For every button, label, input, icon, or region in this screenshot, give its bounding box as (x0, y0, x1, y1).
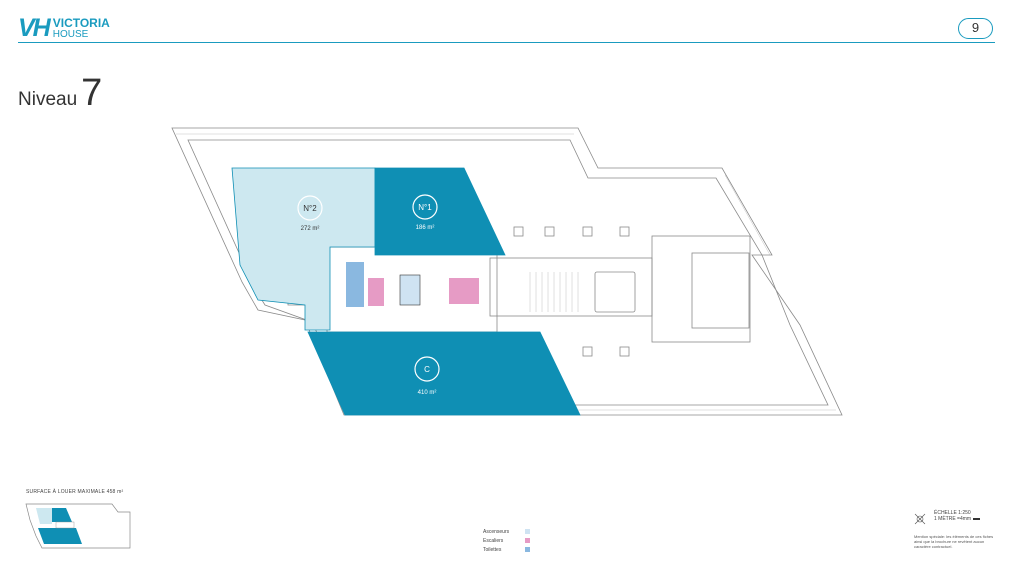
east-wing (651, 235, 751, 343)
toilets-block (346, 262, 364, 307)
legend: Ascenseurs Escaliers Toilettes (483, 527, 530, 554)
level-title: Niveau 7 (18, 74, 102, 112)
surface-label-text: SURFACE À LOUER MAXIMALE (26, 489, 105, 495)
surface-label: SURFACE À LOUER MAXIMALE 458 m² (26, 489, 123, 495)
unit-n1-area-label: 186 m² (416, 225, 435, 231)
unit-c-label: C (424, 365, 430, 374)
compass-icon (914, 513, 926, 525)
legend-label: Ascenseurs (483, 528, 510, 535)
level-number: 7 (81, 72, 103, 114)
unit-n1-badge (412, 194, 438, 220)
header-divider (18, 42, 995, 43)
elevator-block (399, 274, 421, 306)
legend-swatch (525, 538, 530, 543)
unit-c-area[interactable] (307, 331, 581, 416)
unit-n1-label: N°1 (418, 203, 432, 212)
east-terrace (691, 252, 750, 329)
scale-bar (973, 518, 981, 520)
legend-item-stairs: Escaliers (483, 536, 530, 545)
legend-item-elevators: Ascenseurs (483, 527, 530, 536)
east-stair (594, 271, 636, 313)
unit-c-area-label: 410 m² (418, 390, 437, 396)
corridor-east (489, 257, 653, 317)
scale-unit: 1 MÈTRE =4mm (934, 516, 972, 522)
page-number-badge: 9 (958, 18, 993, 39)
scale-label: ÉCHELLE 1:250 (934, 510, 971, 516)
logo-line1: VICTORIA (52, 15, 110, 30)
legend-item-toilets: Toilettes (483, 545, 530, 554)
unit-c-badge (414, 356, 440, 382)
unit-n1-area[interactable] (374, 167, 506, 256)
stair-core-east (449, 278, 479, 304)
surface-label-value: 458 m² (106, 489, 124, 495)
unit-n2-badge (297, 195, 323, 221)
legend-swatch (525, 529, 530, 534)
legend-label: Toilettes (483, 546, 502, 553)
logo-text: VICTORIA HOUSE (52, 15, 110, 40)
logo[interactable]: VH VICTORIA HOUSE (18, 14, 110, 43)
scale-block: ÉCHELLE 1:250 1 MÈTRE =4mm (934, 510, 981, 522)
legend-swatch (525, 547, 530, 552)
logo-mark: VH (18, 14, 51, 42)
stair-run (529, 272, 579, 312)
legend-label: Escaliers (483, 537, 504, 544)
logo-line2: HOUSE (52, 28, 89, 40)
stair-core-west (368, 278, 384, 306)
unit-n2-area-label: 272 m² (301, 226, 320, 232)
pillars (513, 226, 630, 357)
disclaimer: Mention spéciale: les éléments de ces fi… (914, 534, 994, 549)
minimap (25, 503, 131, 549)
building-outline (171, 127, 843, 416)
level-word: Niveau (18, 89, 78, 110)
header: VH VICTORIA HOUSE 9 (0, 0, 1013, 46)
scale-unit-row: 1 MÈTRE =4mm (934, 516, 981, 522)
unit-n2-label: N°2 (303, 204, 317, 213)
